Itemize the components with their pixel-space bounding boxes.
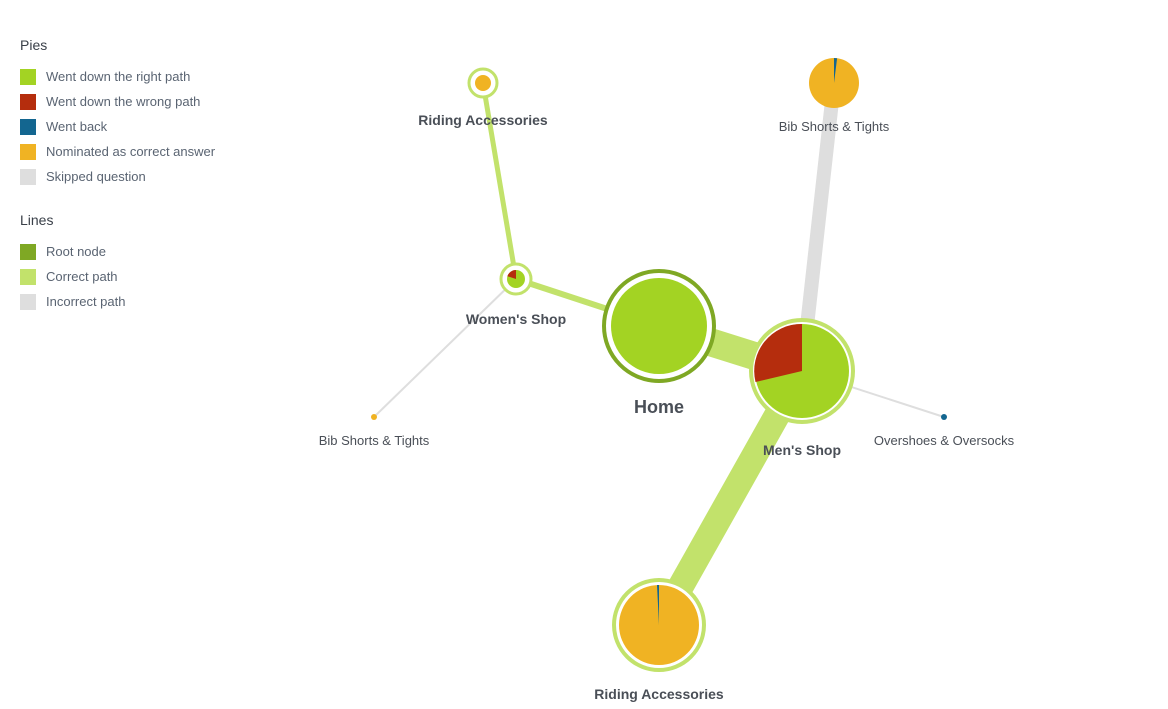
legend-label: Root node (46, 244, 106, 259)
legend-label: Skipped question (46, 169, 146, 184)
node-womens-label: Women's Shop (466, 311, 566, 327)
legend-swatch (20, 293, 36, 310)
node-womens-riding-accessories[interactable]: Riding Accessories (418, 67, 548, 128)
legend-swatch (20, 268, 36, 285)
node-mens-riding-accessories[interactable]: Riding Accessories (594, 578, 724, 702)
legend-swatch (20, 93, 36, 110)
legend-swatch (20, 243, 36, 260)
legend-lines-heading: Lines (20, 212, 54, 228)
node-w-bib-dot (371, 414, 377, 420)
legend-swatch (20, 168, 36, 185)
legend-label: Went back (46, 119, 108, 134)
node-home[interactable]: Home (602, 269, 716, 417)
node-w-riding-pie (475, 75, 491, 91)
node-mens-overshoes[interactable]: Overshoes & Oversocks (874, 414, 1015, 448)
node-m-bib-label: Bib Shorts & Tights (779, 119, 890, 134)
node-womens-shop[interactable]: Women's Shop (466, 262, 566, 327)
legend-swatch (20, 143, 36, 160)
node-m-overshoes-dot (941, 414, 947, 420)
node-womens-bib-shorts[interactable]: Bib Shorts & Tights (319, 414, 430, 448)
node-m-riding-pie-went-back-slice (657, 585, 659, 625)
legend-label: Went down the wrong path (46, 94, 201, 109)
legend-item-root-node: Root node (20, 239, 280, 264)
edge-womens-w-riding (480, 80, 519, 282)
node-mens-shop[interactable]: Men's Shop (749, 318, 855, 458)
legend-item-wrong-path: Went down the wrong path (20, 89, 280, 114)
node-w-bib-label: Bib Shorts & Tights (319, 433, 430, 448)
node-m-bib-pie-went-back-slice (834, 58, 838, 83)
legend-label: Incorrect path (46, 294, 126, 309)
legend-label: Nominated as correct answer (46, 144, 216, 159)
node-w-riding-label: Riding Accessories (418, 112, 548, 128)
legend-pies-heading: Pies (20, 37, 48, 53)
node-womens-pie-wrong-slice (507, 269, 516, 279)
legend-pies: Pies Went down the right path Went down … (20, 36, 280, 189)
legend-item-skipped: Skipped question (20, 164, 280, 189)
legend-item-went-back: Went back (20, 114, 280, 139)
node-m-riding-label: Riding Accessories (594, 686, 724, 702)
legend-swatch (20, 118, 36, 135)
legend-label: Correct path (46, 269, 118, 284)
legend: Pies Went down the right path Went down … (20, 36, 280, 314)
node-mens-pie-wrong-slice (754, 323, 802, 382)
edge-womens-w-bib (373, 278, 517, 418)
legend-item-nominated: Nominated as correct answer (20, 139, 280, 164)
node-mens-bib-shorts[interactable]: Bib Shorts & Tights (779, 58, 890, 134)
legend-item-correct-path: Correct path (20, 264, 280, 289)
node-home-label: Home (634, 397, 684, 417)
node-m-overshoes-label: Overshoes & Oversocks (874, 433, 1015, 448)
legend-item-right-path: Went down the right path (20, 64, 280, 89)
legend-lines: Lines Root node Correct path Incorrect p… (20, 211, 280, 314)
node-mens-label: Men's Shop (763, 442, 841, 458)
legend-swatch (20, 68, 36, 85)
legend-label: Went down the right path (46, 69, 191, 84)
legend-item-incorrect-path: Incorrect path (20, 289, 280, 314)
node-home-pie (611, 278, 707, 374)
